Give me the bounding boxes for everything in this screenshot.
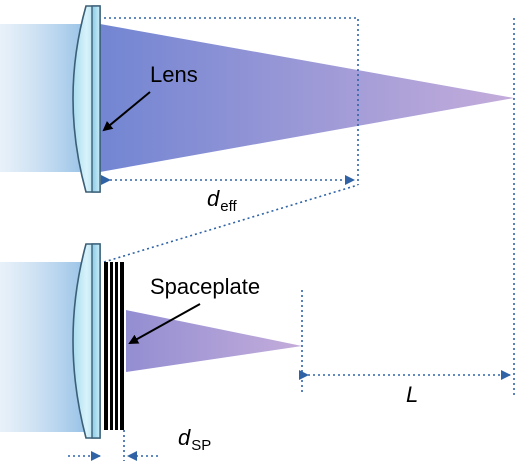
lens-to-focus-guide [103, 184, 359, 263]
dsp-label: dSP [178, 425, 211, 454]
dsp-sub: SP [191, 437, 212, 454]
focusing-cone-top [100, 24, 514, 172]
dsp-var: d [178, 425, 191, 450]
deff-sub: eff [220, 198, 237, 215]
spaceplate-label: Spaceplate [150, 274, 261, 299]
deff-var: d [207, 186, 220, 211]
lens-label: Lens [150, 62, 198, 87]
spaceplate-stack [104, 262, 124, 430]
spaceplate-pointer-arrow [128, 303, 201, 344]
lens-pointer-arrow [102, 91, 151, 132]
focusing-cone-bottom [126, 310, 302, 372]
L-label: L [406, 382, 419, 407]
deff-label: deff [207, 186, 237, 215]
deff-dotted-box [104, 17, 359, 185]
lens-bottom-plate [91, 243, 101, 439]
lens-top-plate [91, 5, 101, 193]
